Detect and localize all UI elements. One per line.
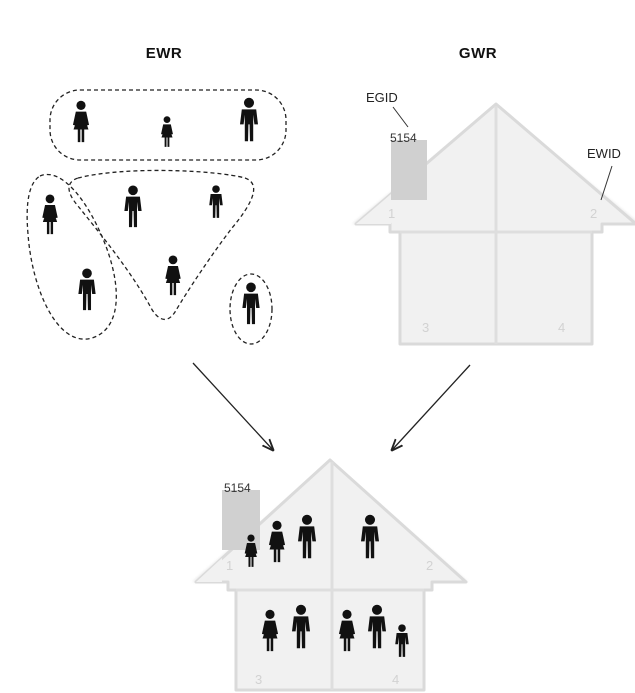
gwr-building: 1 2 3 4 5154 EGID EWID <box>352 90 635 346</box>
unit-number-2: 2 <box>426 558 433 573</box>
household-group-single <box>229 273 273 345</box>
household-group-top <box>49 89 287 161</box>
man-icon <box>124 185 142 228</box>
child-icon <box>161 116 173 147</box>
household-group-left <box>26 173 117 340</box>
unit-number-2: 2 <box>590 206 597 221</box>
unit-number-3: 3 <box>255 672 262 687</box>
arrow-icon <box>192 362 273 450</box>
egid-label: EGID <box>366 90 398 105</box>
arrow-icon <box>392 364 471 450</box>
woman-icon <box>42 194 58 235</box>
child-icon <box>209 185 223 218</box>
unit-number-1: 1 <box>388 206 395 221</box>
chimney <box>222 490 260 550</box>
unit-number-4: 4 <box>392 672 399 687</box>
woman-icon <box>165 255 181 296</box>
ewr-persons <box>42 97 260 325</box>
man-icon <box>78 268 96 311</box>
gwr-title: GWR <box>459 45 497 62</box>
combined-building: 1 2 3 4 5154 <box>192 458 468 692</box>
man-icon <box>240 97 258 142</box>
woman-icon <box>72 100 90 143</box>
ewid-pointer <box>600 165 613 201</box>
egid-pointer <box>392 106 409 128</box>
ewr-title: EWR <box>146 45 183 62</box>
ewr-households <box>26 89 287 345</box>
unit-number-3: 3 <box>422 320 429 335</box>
building-id: 5154 <box>390 131 417 145</box>
chimney <box>391 140 427 200</box>
ewid-label: EWID <box>587 146 621 161</box>
unit-number-4: 4 <box>558 320 565 335</box>
unit-number-1: 1 <box>226 558 233 573</box>
household-group-middle <box>68 169 255 321</box>
man-icon <box>242 282 260 325</box>
building-id: 5154 <box>224 481 251 495</box>
